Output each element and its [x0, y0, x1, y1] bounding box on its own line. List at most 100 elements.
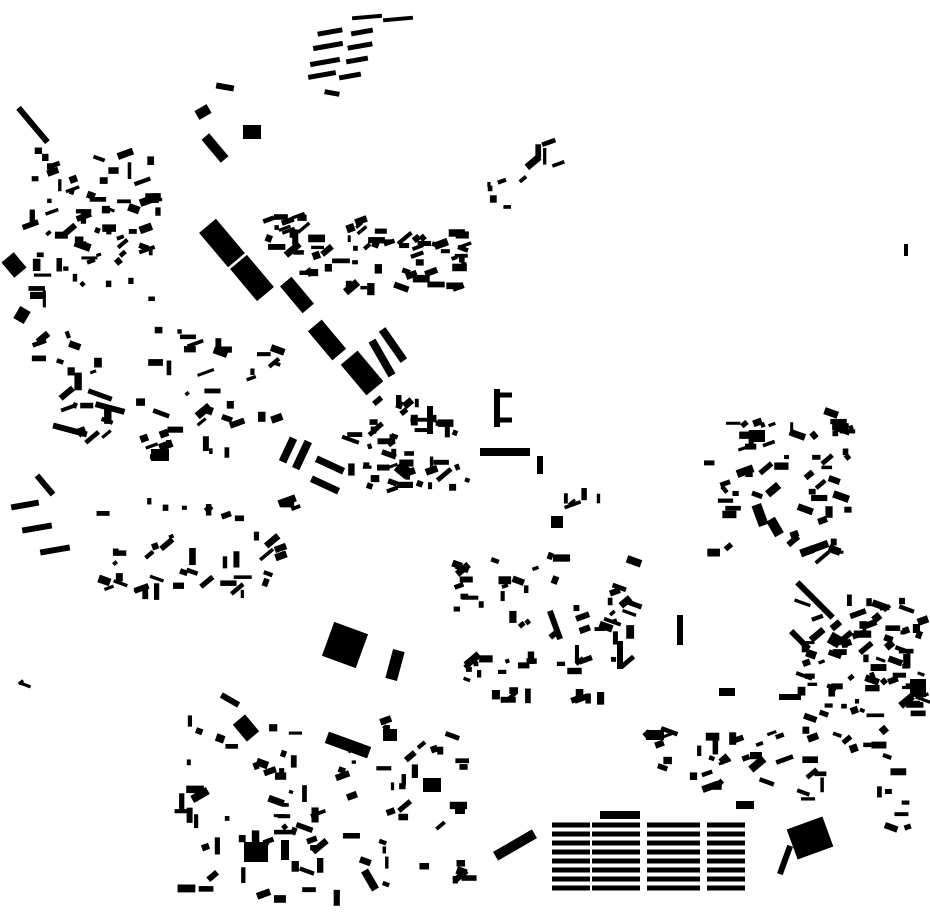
building: [898, 604, 915, 614]
building: [712, 739, 719, 755]
building: [525, 688, 531, 704]
building: [904, 244, 908, 256]
building: [277, 814, 291, 819]
building: [324, 263, 332, 272]
building: [92, 154, 106, 163]
building: [431, 241, 441, 249]
building: [841, 734, 853, 745]
building: [19, 681, 32, 689]
building: [347, 432, 363, 437]
building: [302, 785, 307, 803]
building: [309, 475, 341, 495]
building: [574, 645, 580, 663]
building: [821, 465, 833, 470]
building: [28, 286, 45, 291]
building: [107, 207, 116, 213]
building: [453, 606, 460, 612]
building: [256, 352, 271, 357]
building: [281, 226, 296, 235]
building: [511, 575, 526, 586]
building: [611, 582, 627, 593]
building: [509, 687, 519, 694]
building: [452, 263, 467, 272]
building: [298, 866, 315, 876]
building: [626, 625, 635, 639]
buildings-layer: [1, 13, 930, 906]
building: [732, 490, 739, 496]
building: [707, 849, 745, 855]
building: [350, 27, 374, 37]
building: [194, 402, 213, 420]
building: [786, 534, 801, 548]
building: [552, 876, 590, 882]
building: [708, 755, 716, 762]
building: [312, 40, 344, 52]
building: [56, 258, 62, 272]
building: [853, 630, 872, 638]
building: [832, 423, 849, 430]
building: [663, 756, 672, 765]
building: [58, 385, 75, 401]
building: [273, 895, 286, 903]
building: [802, 756, 818, 764]
building: [729, 732, 737, 745]
building: [860, 618, 878, 631]
building: [810, 539, 830, 553]
building: [689, 772, 698, 780]
building: [399, 459, 414, 467]
building: [490, 557, 500, 565]
building: [215, 338, 222, 348]
building: [314, 455, 346, 475]
building: [500, 591, 505, 602]
building: [234, 515, 245, 522]
building: [372, 421, 385, 432]
building: [906, 702, 924, 708]
building: [219, 692, 241, 708]
building: [811, 613, 824, 622]
building: [401, 774, 407, 786]
building: [807, 682, 818, 686]
building: [458, 256, 465, 263]
building: [67, 367, 75, 376]
building: [898, 693, 915, 709]
building: [267, 356, 281, 369]
building: [618, 595, 633, 609]
building: [841, 703, 847, 709]
building: [293, 250, 304, 255]
building: [563, 500, 582, 510]
building: [701, 769, 713, 778]
building: [435, 467, 453, 483]
building: [500, 696, 516, 703]
building: [796, 788, 811, 797]
building: [786, 816, 834, 860]
building: [158, 428, 170, 439]
building: [278, 224, 292, 232]
building: [148, 359, 163, 366]
building: [226, 401, 234, 409]
building: [797, 686, 806, 696]
building: [608, 587, 621, 597]
building: [541, 137, 557, 148]
building: [871, 741, 887, 749]
building: [105, 280, 112, 288]
building: [280, 276, 314, 314]
building: [36, 252, 44, 258]
building: [697, 745, 702, 757]
building: [345, 280, 352, 289]
building: [87, 388, 113, 402]
building: [16, 105, 50, 145]
building: [273, 542, 288, 554]
building: [552, 858, 590, 864]
building: [869, 671, 877, 681]
building: [220, 510, 232, 520]
building: [262, 215, 275, 224]
building: [660, 726, 679, 737]
building: [720, 485, 729, 494]
building: [424, 464, 439, 476]
building: [814, 771, 827, 777]
building: [494, 389, 500, 427]
building: [831, 683, 843, 690]
building: [827, 475, 841, 485]
building: [189, 547, 196, 566]
building: [830, 538, 837, 546]
